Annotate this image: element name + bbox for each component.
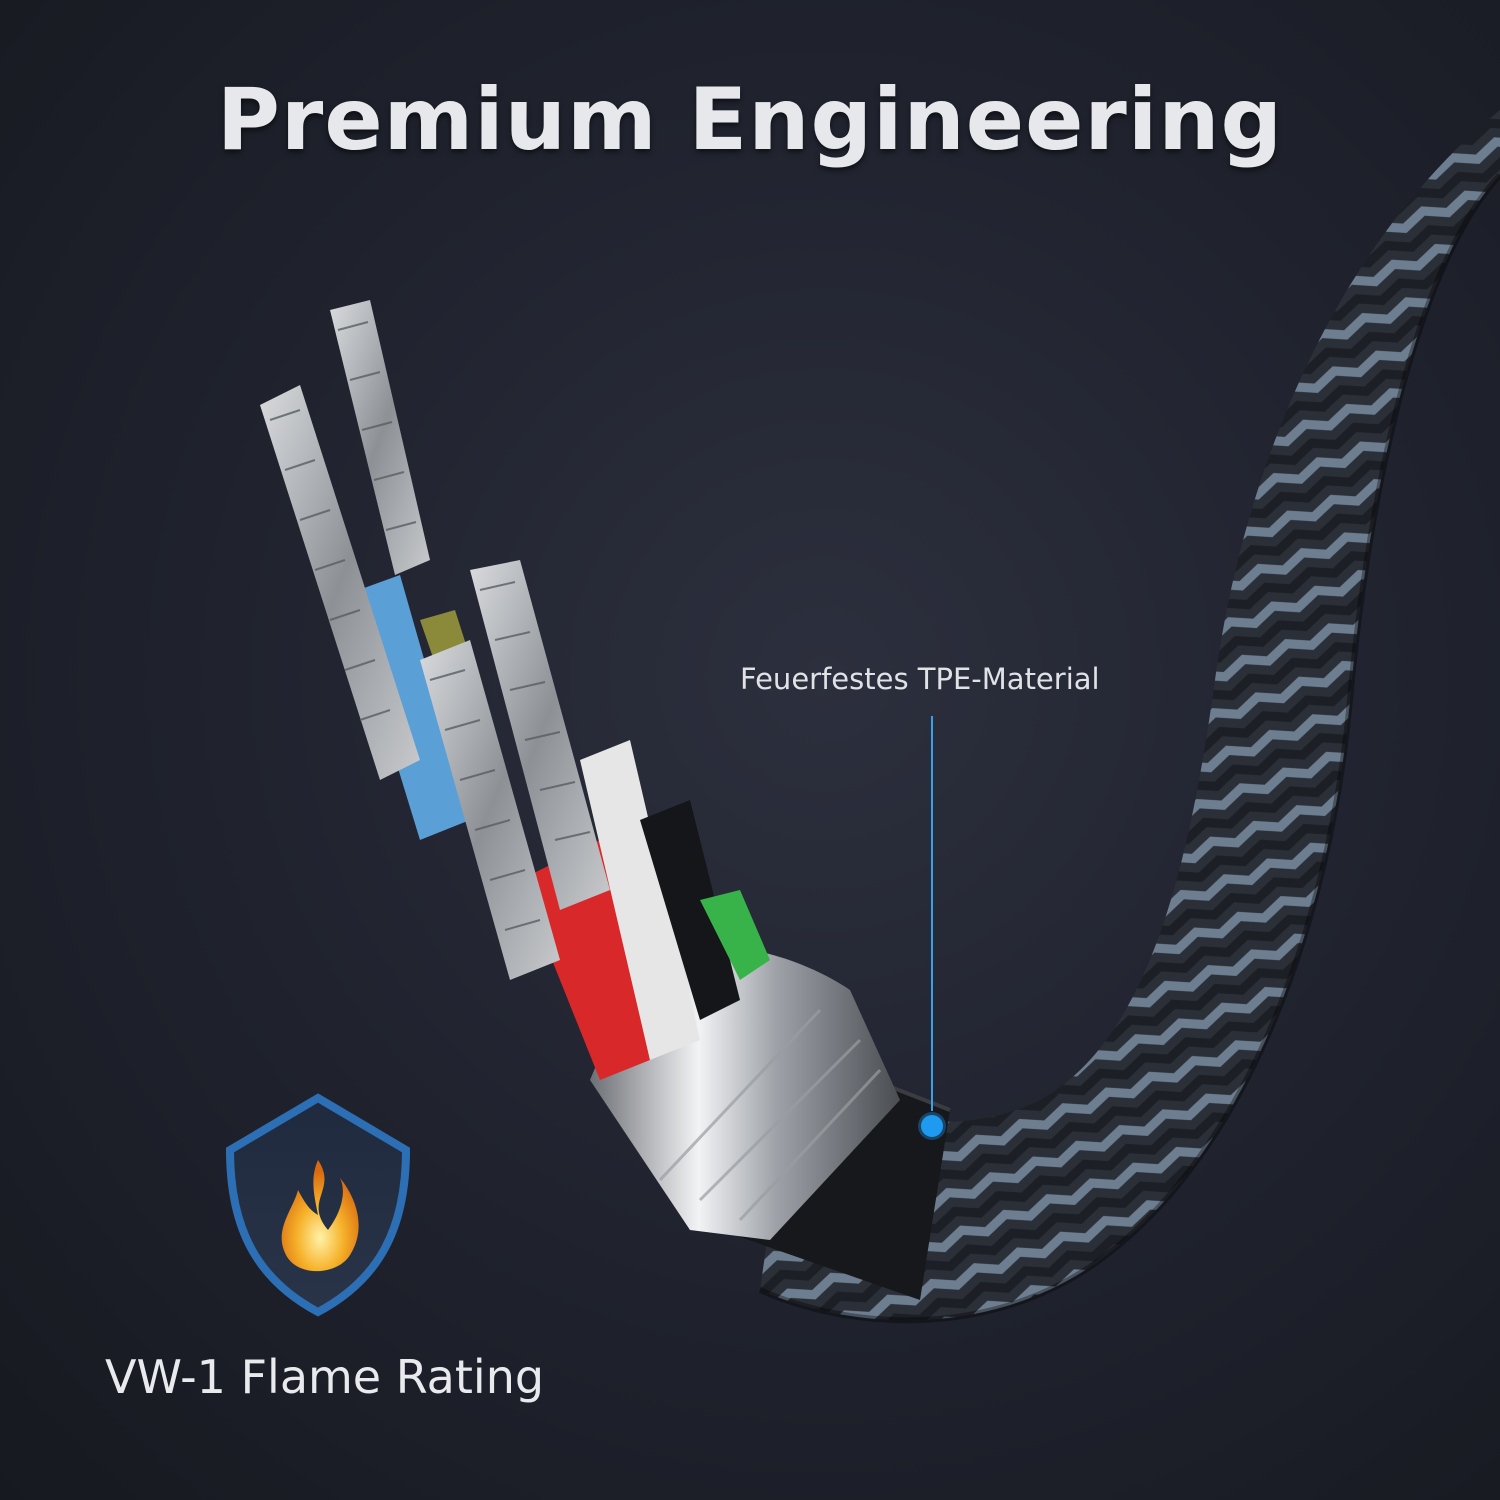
strand-bundle-3	[420, 640, 560, 980]
wire-black	[640, 800, 740, 1020]
strand-bundle-2	[330, 300, 430, 575]
wire-white	[580, 740, 700, 1060]
callout-label: Feuerfestes TPE-Material	[740, 662, 1100, 696]
strand-bundle-1	[260, 385, 420, 780]
flame-icon	[281, 1160, 359, 1272]
wire-green	[700, 890, 770, 980]
strand-bundle-4	[470, 560, 610, 910]
badge-label: VW-1 Flame Rating	[105, 1350, 545, 1404]
callout-line	[931, 716, 933, 1111]
wire-red	[520, 840, 650, 1080]
braided-cable	[760, 110, 1500, 1321]
shield-flame-icon	[225, 1093, 411, 1317]
callout-dot	[921, 1115, 943, 1137]
headline: Premium Engineering	[216, 70, 1284, 170]
